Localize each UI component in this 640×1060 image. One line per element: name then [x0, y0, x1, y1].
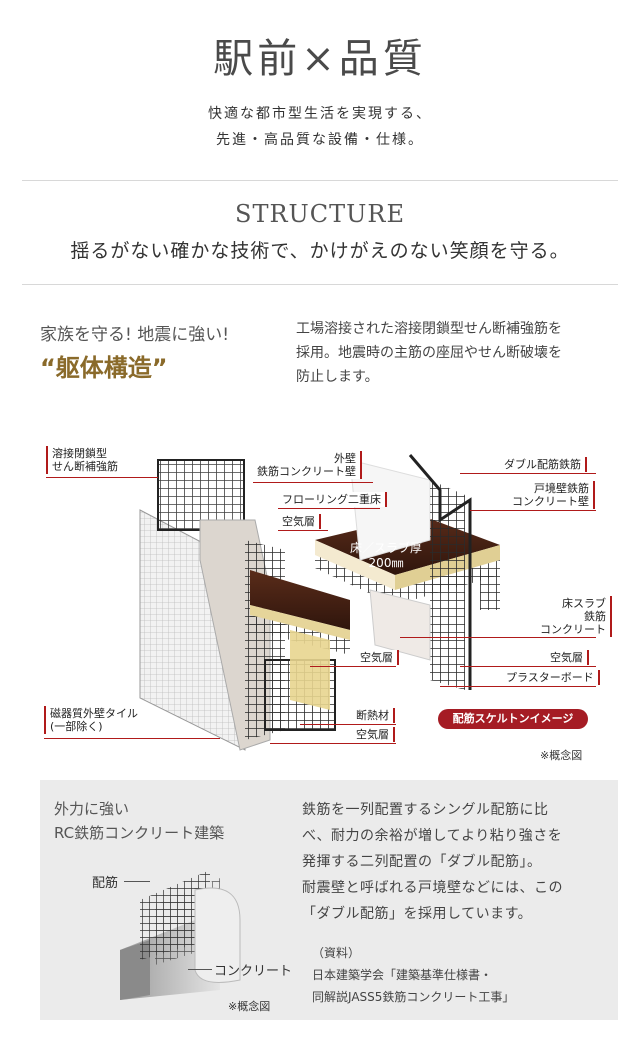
- frame-description: 工場溶接された溶接閉鎖型せん断補強筋を 採用。地震時の主筋の座屈やせん断破壊を …: [296, 317, 562, 389]
- label-boundary-wall: 戸境壁鉄筋 コンクリート壁: [508, 481, 595, 509]
- structure-heading: STRUCTURE: [235, 200, 405, 228]
- label-flooring: フローリング二重床: [278, 492, 387, 507]
- frame-desc-line: 工場溶接された溶接閉鎖型せん断補強筋を: [296, 321, 562, 337]
- divider-top: [22, 180, 618, 181]
- rc-title-line-2: RC鉄筋コンクリート建築: [54, 824, 225, 842]
- subtitle-line-1: 快適な都市型生活を実現する、: [208, 106, 432, 122]
- label-double-rebar: ダブル配筋鉄筋: [500, 457, 587, 472]
- rc-description: 鉄筋を一列配置するシングル配筋に比 べ、耐力の余裕が増してより粘り強さを 発揮す…: [302, 797, 563, 927]
- lower-floor-slab: [250, 570, 350, 630]
- rc-desc-line: 耐震壁と呼ばれる戸境壁などには、この: [302, 880, 563, 896]
- diagram-note: ※概念図: [540, 749, 583, 762]
- rc-source: （資料） 日本建築学会「建築基準仕様書・ 同解説JASS5鉄筋コンクリート工事」: [312, 942, 514, 1008]
- skeleton-image-badge: 配筋スケルトンイメージ: [438, 709, 588, 729]
- label-slab-thickness: 床／スラブ厚 200㎜: [350, 541, 423, 570]
- label-plasterboard: プラスターボード: [502, 670, 600, 685]
- label-air-layer-bottom: 空気層: [352, 727, 395, 742]
- frame-kicker: 家族を守る! 地震に強い!: [40, 325, 230, 345]
- divider-middle: [22, 284, 618, 285]
- rc-source-line: 同解説JASS5鉄筋コンクリート工事」: [312, 990, 515, 1004]
- label-shear-reinforcement: 溶接閉鎖型 せん断補強筋: [46, 446, 122, 474]
- rc-desc-line: 発揮する二列配置の「ダブル配筋」。: [302, 854, 542, 870]
- boundary-wall-lower: [369, 589, 431, 661]
- label-insulation: 断熱材: [352, 708, 395, 723]
- label-air-layer-mid: 空気層: [356, 650, 399, 665]
- rc-label-concrete: コンクリート: [214, 964, 293, 979]
- rc-desc-line: 鉄筋を一列配置するシングル配筋に比: [302, 802, 549, 818]
- rc-title-line-1: 外力に強い: [54, 800, 130, 818]
- column-rebar-cage: [158, 460, 244, 530]
- structure-tagline: 揺るがない確かな技術で、かけがえのない笑顔を守る。: [70, 240, 570, 262]
- rc-wall-illustration: [120, 870, 241, 1000]
- rc-note: ※概念図: [228, 1000, 271, 1013]
- label-air-layer-right: 空気層: [546, 650, 589, 665]
- label-tile: 磁器質外壁タイル (一部除く): [44, 706, 142, 734]
- rc-desc-line: 「ダブル配筋」を採用しています。: [302, 906, 533, 922]
- frame-title: “躯体構造”: [40, 354, 168, 382]
- rc-source-line: 日本建築学会「建築基準仕様書・: [312, 968, 493, 982]
- structure-diagram: [139, 454, 500, 751]
- rc-label-rebar: 配筋: [92, 876, 119, 891]
- rc-label-concrete-line: [188, 969, 212, 970]
- rc-desc-line: べ、耐力の余裕が増してより粘り強さを: [302, 828, 563, 844]
- page-title: 駅前×品質: [213, 36, 427, 82]
- label-air-layer-top: 空気層: [278, 514, 321, 529]
- subtitle-line-2: 先進・高品質な設備・仕様。: [216, 132, 424, 148]
- frame-desc-line: 採用。地震時の主筋の座屈やせん断破壊を: [296, 345, 562, 361]
- frame-desc-line: 防止します。: [296, 369, 379, 385]
- label-floor-slab: 床スラブ 鉄筋 コンクリート: [536, 596, 612, 637]
- rc-label-rebar-line: [124, 881, 150, 882]
- rc-source-label: （資料）: [312, 946, 361, 960]
- label-outer-wall: 外壁 鉄筋コンクリート壁: [253, 451, 362, 479]
